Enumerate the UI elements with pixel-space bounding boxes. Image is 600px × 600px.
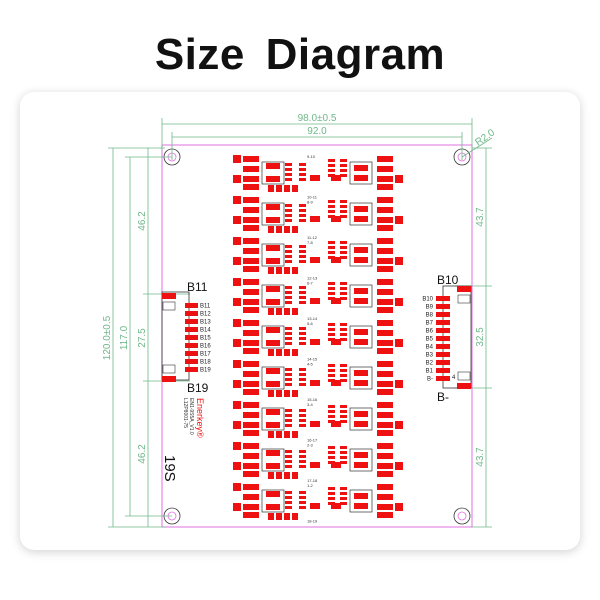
section-label: 6-7 (307, 281, 314, 286)
left-bottom-dimension: 46.2 (137, 444, 148, 464)
section-label: 16-17 (307, 438, 318, 443)
connector-pin (185, 351, 198, 356)
pin-label: B4 (426, 345, 434, 351)
right-top-dimension: 43.7 (475, 207, 486, 227)
section-label: 15-16 (307, 397, 318, 402)
pin-label: B19 (200, 368, 211, 374)
pin-label: B7 (426, 321, 434, 327)
series-label: 19S (161, 455, 178, 482)
pin-label: B12 (200, 312, 211, 318)
left-connector-dimension: 27.5 (137, 328, 148, 348)
dimension-lines (108, 118, 493, 528)
board-code: L12P8001-75 (182, 398, 188, 428)
balance-section (233, 442, 403, 479)
connector-pin (185, 343, 198, 348)
pin-label: B6 (426, 329, 434, 335)
balance-section (233, 319, 403, 356)
section-label: 18-19 (307, 519, 318, 524)
section-label: 7-8 (307, 240, 314, 245)
connector-pin (185, 367, 198, 372)
pin-label: B11 (200, 304, 211, 310)
brand-logo: Enerkey® (195, 398, 205, 438)
left-connector-bottom-label: B19 (187, 381, 209, 395)
section-label: 8-9 (307, 200, 314, 205)
connector-pin (436, 344, 450, 349)
pin-marker: 4 (452, 375, 456, 381)
pin-label: B5 (426, 337, 434, 343)
connector-pin (436, 328, 450, 333)
connector-pin (436, 352, 450, 357)
pin-label: B8 (426, 313, 434, 319)
right-connector-dimension: 32.5 (475, 327, 486, 347)
left-connector-top-label: B11 (187, 280, 208, 294)
balance-section (233, 278, 403, 315)
connector-pin (436, 376, 450, 381)
right-connector-top-label: B10 (437, 273, 459, 287)
section-label: 9-10 (307, 154, 316, 159)
connector-pin (436, 360, 450, 365)
connector-pin (436, 296, 450, 301)
pin-label: B13 (200, 320, 211, 326)
pin-label: B16 (200, 344, 211, 350)
section-label: 5-6 (307, 321, 314, 326)
overall-width-dimension: 98.0±0.5 (298, 113, 337, 124)
section-label: 11-12 (307, 235, 318, 240)
corner-radius-dimension: R2.0 (473, 127, 497, 148)
left-top-dimension: 46.2 (137, 211, 148, 231)
right-bottom-dimension: 43.7 (475, 447, 486, 467)
connector-pin (436, 368, 450, 373)
pin-label: B2 (426, 361, 434, 367)
connector-pin (185, 319, 198, 324)
pin-label: B15 (200, 336, 211, 342)
connector-pin (436, 312, 450, 317)
connector-pin (185, 303, 198, 308)
balance-circuit-area: 9-10 10-118-9 11-127-8 12-136-7 13-145-6 14-1… (233, 154, 403, 524)
section-label: 17-18 (307, 478, 318, 483)
hole-spacing-height-dimension: 117.0 (119, 325, 130, 350)
section-label: 13-14 (307, 316, 318, 321)
pin-label: B10 (422, 297, 433, 303)
balance-section (233, 483, 403, 520)
pin-label: B3 (426, 353, 434, 359)
connector-pin (185, 359, 198, 364)
pin-label: B17 (200, 352, 211, 358)
pin-label: B- (427, 377, 433, 383)
mounting-hole (453, 507, 471, 525)
connector-pin (185, 335, 198, 340)
overall-height-dimension: 120.0±0.5 (102, 315, 113, 360)
section-label: 4-5 (307, 362, 314, 367)
balance-section (233, 196, 403, 233)
connector-pin (185, 327, 198, 332)
balance-section (233, 237, 403, 274)
section-label: 12-13 (307, 276, 318, 281)
connector-pin (185, 311, 198, 316)
balance-section (233, 155, 403, 192)
section-label: 2-3 (307, 443, 314, 448)
pin-label: B18 (200, 360, 211, 366)
pin-label: B9 (426, 305, 434, 311)
pin-label: B1 (426, 369, 434, 375)
connector-pin (436, 336, 450, 341)
section-label: 10-11 (307, 195, 318, 200)
connector-pin (436, 320, 450, 325)
section-label: 1-2 (307, 483, 314, 488)
board-model: EN1-9S5A_V1.0 (188, 398, 194, 435)
hole-spacing-width-dimension: 92.0 (307, 126, 327, 137)
pin-label: B14 (200, 328, 211, 334)
balance-section (233, 401, 403, 438)
connector-pin (436, 304, 450, 309)
page-title: Size Diagram (154, 30, 446, 79)
right-connector-bottom-label: B- (437, 390, 449, 404)
balance-section (233, 360, 403, 397)
section-label: 3-4 (307, 402, 314, 407)
section-label: 14-15 (307, 357, 318, 362)
